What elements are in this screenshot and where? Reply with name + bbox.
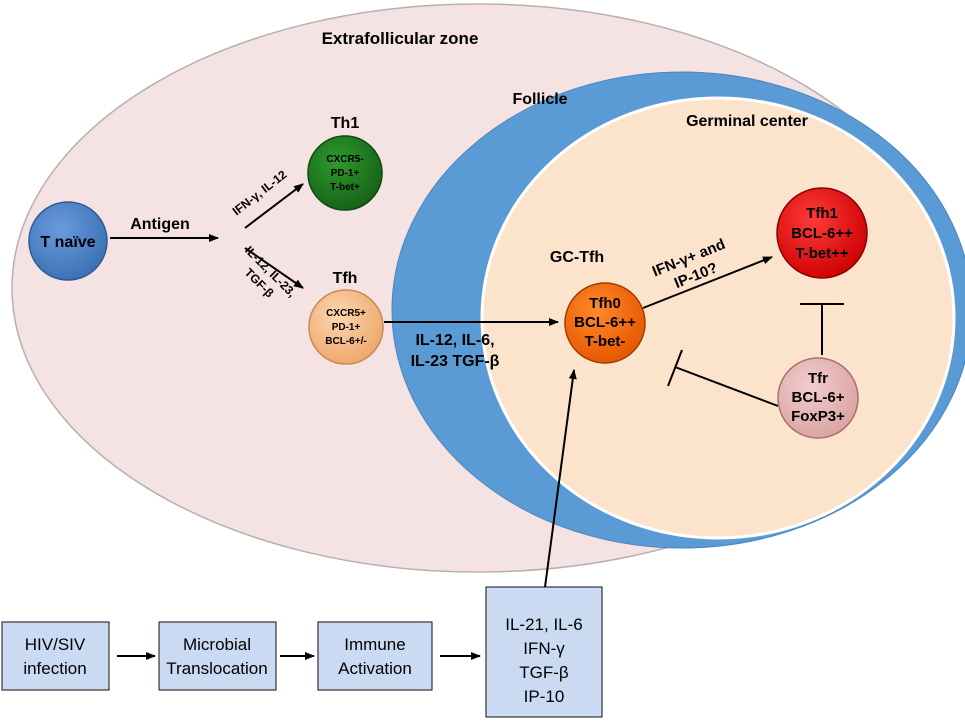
tfh0-to-tfh1-arrow (642, 256, 773, 309)
antigen-label: Antigen (130, 216, 190, 233)
th1-line-2: PD-1+ (331, 168, 360, 179)
t-naive-label: T naïve (40, 234, 95, 251)
tfh0-line-3: T-bet- (585, 333, 626, 350)
cytokines-line-4: IP-10 (524, 687, 565, 706)
t-naive-cell: T naïve (28, 201, 108, 281)
tfh1-gc-line-2: BCL-6++ (791, 225, 853, 242)
tfh1-gc-circle (776, 187, 868, 279)
tfh-line-2: PD-1+ (332, 322, 361, 333)
th1-cell: CXCR5- PD-1+ T-bet+ (307, 135, 383, 211)
follicle-label: Follicle (512, 91, 567, 108)
tfr-line-3: FoxP3+ (791, 408, 845, 425)
cytokines-line-1: IL-21, IL-6 (505, 615, 583, 634)
tfr-circle (777, 357, 859, 439)
th1-line-3: T-bet+ (330, 182, 360, 193)
th1-arrow (244, 183, 304, 229)
tfr-cell: Tfr BCL-6+ FoxP3+ (777, 357, 859, 439)
il23-tgfb-line: IL-23 TGF-β (411, 353, 500, 370)
tfr-line-2: BCL-6+ (792, 389, 845, 406)
tfh-circle (308, 289, 384, 365)
tfh0-cell: Tfh0 BCL-6++ T-bet- (564, 282, 646, 364)
microbial-line-2: Translocation (166, 659, 267, 678)
tfh-arrow (244, 247, 304, 289)
tfh-line-3: BCL-6+/- (325, 336, 366, 347)
microbial-line-1: Microbial (183, 635, 251, 654)
tfh-cell: CXCR5+ PD-1+ BCL-6+/- (308, 289, 384, 365)
hiv-siv-line-1: HIV/SIV (25, 635, 86, 654)
hiv-siv-line-2: infection (23, 659, 86, 678)
germinal-center-zone (480, 96, 956, 540)
germinal-center-label: Germinal center (686, 113, 808, 130)
tfr-inhibits-tfh0 (674, 366, 779, 407)
immune-line-2: Activation (338, 659, 412, 678)
t-naive-circle (28, 201, 108, 281)
tfh0-line-2: BCL-6++ (574, 314, 636, 331)
tfh-line-1: CXCR5+ (326, 308, 366, 319)
tfh-title: Tfh (333, 270, 358, 287)
cytokines-box (485, 586, 603, 718)
microbial-translocation-box (158, 621, 277, 691)
tfh1-gc-line-1: Tfh1 (806, 205, 838, 222)
th1-title: Th1 (331, 115, 360, 132)
immune-activation-box (317, 621, 433, 691)
th1-line-1: CXCR5- (326, 154, 363, 165)
cytokines-line-3: TGF-β (519, 663, 569, 682)
immune-line-1: Immune (344, 635, 405, 654)
tfh0-circle (564, 282, 646, 364)
gc-tfh-title: GC-Tfh (550, 249, 604, 266)
tfr-inhibits-tfh0-bar (667, 349, 683, 387)
il12-il6-line: IL-12, IL-6, (415, 332, 494, 349)
tfr-line-1: Tfr (808, 370, 828, 387)
th1-circle (307, 135, 383, 211)
tfh1-gc-line-3: T-bet++ (795, 245, 849, 262)
cytokines-to-tfh0-arrow (544, 369, 577, 588)
tfh0-line-1: Tfh0 (589, 295, 621, 312)
cytokines-line-2: IFN-γ (523, 639, 565, 658)
tfh1-gc-cell: Tfh1 BCL-6++ T-bet++ (776, 187, 868, 279)
hiv-siv-box (1, 621, 110, 691)
extrafollicular-zone-label: Extrafollicular zone (322, 29, 479, 48)
